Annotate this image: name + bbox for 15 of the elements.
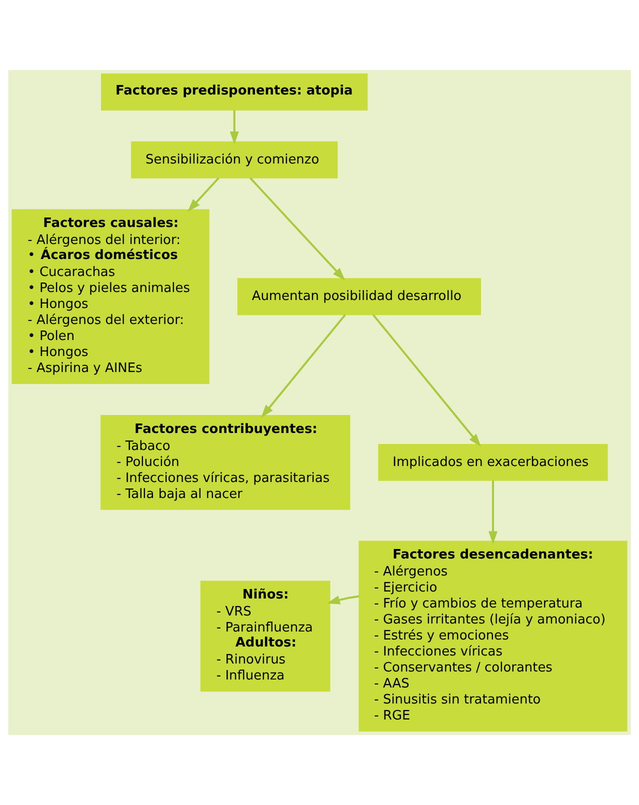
node-box: Factores contribuyentes: - Tabaco - Polución - Infecciones víricas, parasitarias - Talla baja al nacer [100, 414, 350, 510]
arrow [261, 314, 346, 418]
node-box: Factores causales: - Alérgenos del interior: • Ácaros domésticos • Cucarachas • Pelos y pieles animales • Hongos - Alérgenos del exterior: • Polen • Hongos - Aspirina y AINEs [12, 209, 210, 384]
arrow [249, 177, 346, 280]
arrow [372, 314, 482, 447]
node-box: Sensibilización y comienzo [131, 141, 338, 178]
node-box: Factores predisponentes: atopia [101, 74, 368, 110]
node-box: Factores desencadenantes: - Alérgenos - Ejercicio - Frío y cambios de temperatura - Gases irritantes (lejía y amoniaco) - Estrés y emociones - Infecciones víricas - Conservantes / colorantes - AAS - Sinusitis sin tratamiento - RGE [358, 540, 628, 732]
arrow [488, 480, 498, 544]
arrow [326, 595, 360, 604]
arrow [188, 177, 220, 212]
arrow [230, 110, 239, 144]
node-box: Implicados en exacerbaciones [378, 444, 608, 481]
node-box: Niños: - VRS - Parainfluenza Adultos: - Rinovirus - Influenza [200, 580, 330, 692]
node-box: Aumentan posibilidad desarrollo [237, 278, 481, 316]
